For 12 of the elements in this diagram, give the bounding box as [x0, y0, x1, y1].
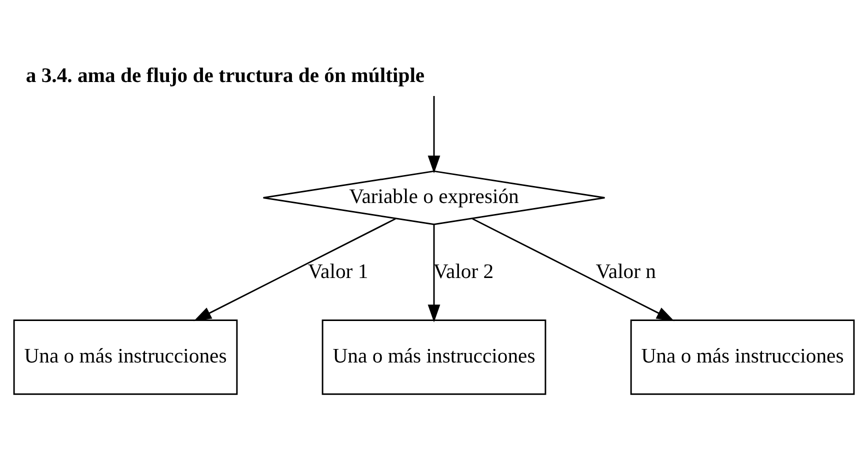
node-box: Una o más instrucciones	[13, 319, 238, 394]
node-box: Una o más instrucciones	[322, 319, 546, 394]
node-box: Una o más instrucciones	[630, 319, 855, 394]
node-diamond: Variable o expresión	[262, 170, 606, 225]
arrow	[428, 96, 440, 173]
edge-label: Valor n	[596, 260, 656, 282]
arrow	[194, 218, 396, 321]
arrow	[428, 224, 440, 322]
diagram-title: a 3.4. ama de flujo de tructura de ón múltiple	[26, 64, 425, 86]
edge-label: Valor 2	[433, 260, 494, 282]
edge-label: Valor 1	[308, 260, 368, 282]
arrow	[472, 218, 674, 321]
